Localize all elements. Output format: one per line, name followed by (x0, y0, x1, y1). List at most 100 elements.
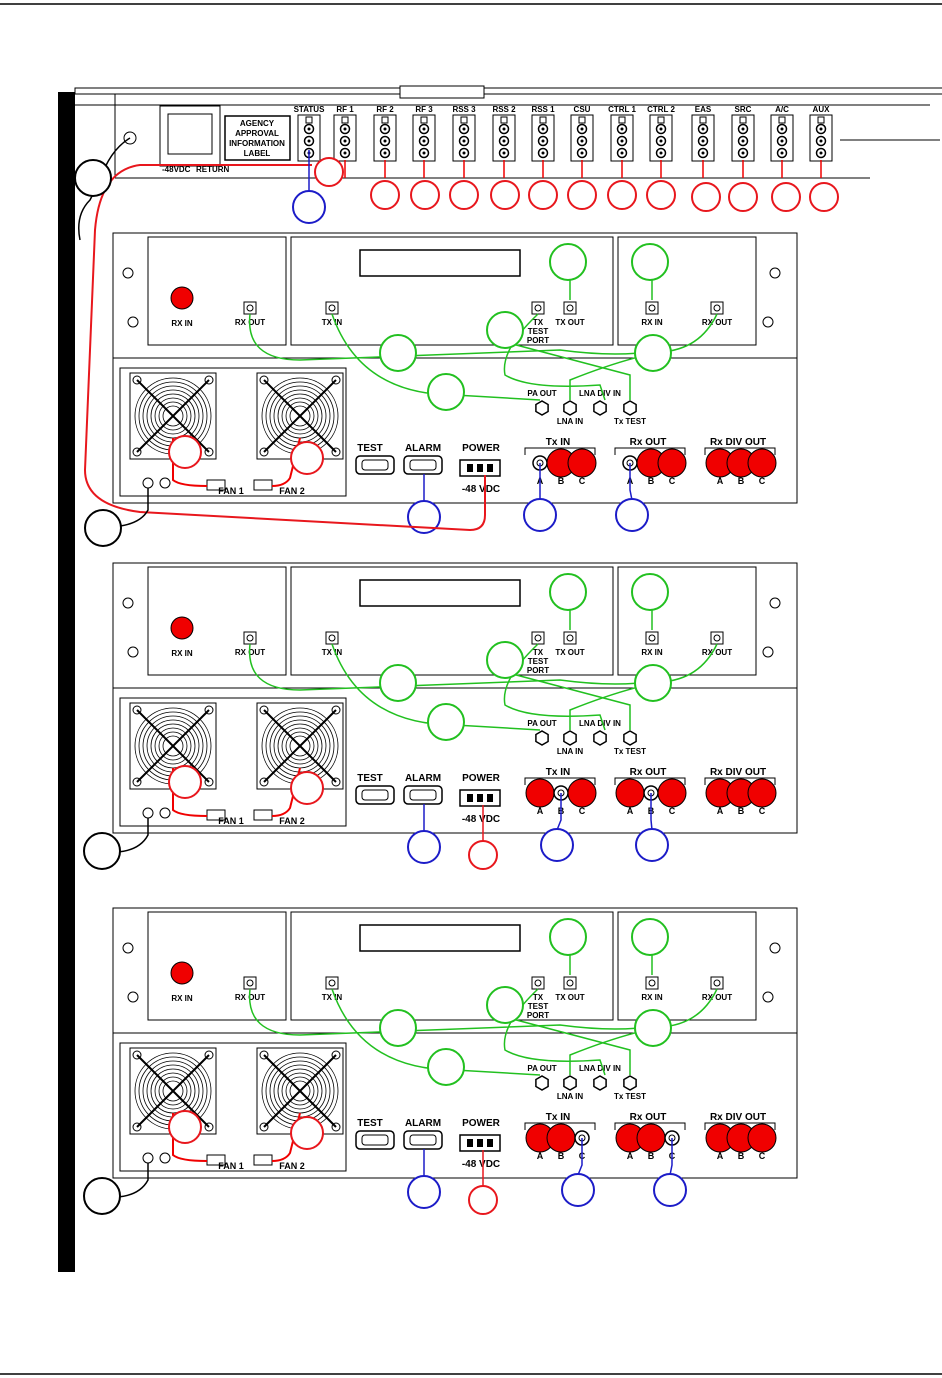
rx-div-out-port-label: B (738, 476, 745, 486)
test-label: TEST (357, 443, 383, 454)
fan1-label: FAN 1 (218, 1161, 244, 1171)
callout-blue-rx (615, 498, 649, 532)
hex-port (563, 1075, 577, 1091)
chassis-screw (769, 942, 781, 954)
rx-wire-blue (669, 1138, 673, 1176)
breaker-terminal-screw (541, 127, 545, 131)
rx-in-right-label: RX IN (641, 648, 663, 657)
sma-port-inner (648, 634, 656, 642)
callout-red-breaker (728, 182, 758, 212)
rx-in-label: RX IN (171, 319, 193, 328)
rx-div-out-port-label: A (717, 476, 724, 486)
callout-green (379, 664, 417, 702)
breaker-toggle (305, 116, 313, 124)
breaker-terminal-screw (620, 139, 624, 143)
chassis-screw (127, 991, 139, 1003)
tx-in-label: TX IN (322, 318, 343, 327)
green-cable (504, 1016, 631, 1075)
callout-red-breaker (370, 180, 400, 210)
tx-test-port-label-3: PORT (527, 336, 549, 345)
tx-in-port-label: B (558, 1151, 565, 1161)
rx-div-out-port-label: A (717, 806, 724, 816)
fan-strut (263, 709, 337, 783)
tx-wire-blue (577, 1138, 583, 1176)
tx-in-bracket (524, 777, 596, 785)
breaker-terminal-screw (383, 139, 387, 143)
fan-grill-ring (281, 397, 319, 435)
rx-out-port-label: C (669, 476, 676, 486)
chassis-screw (122, 597, 134, 609)
dsub-inner (409, 459, 437, 471)
fan-strut (263, 379, 337, 453)
callout-red-fan1 (168, 765, 202, 799)
fan-grill-ring (289, 1080, 311, 1102)
fan2-wire (271, 767, 301, 817)
rx-module (147, 236, 287, 346)
sma-port-inner (246, 304, 254, 312)
sma-port-inner (534, 634, 542, 642)
rx-module (147, 566, 287, 676)
breaker-terminal-screw (422, 139, 426, 143)
rx-div-out-port-plugged (747, 448, 777, 478)
breaker-toggle (381, 116, 389, 124)
hex-port (535, 730, 549, 746)
dsub-inner (361, 1134, 389, 1146)
tx-in-label: TX IN (322, 648, 343, 657)
sma-port-inner (713, 304, 721, 312)
sma-port-inner (328, 304, 336, 312)
callout-green (549, 573, 587, 611)
rx-out-port-label: A (627, 806, 634, 816)
fan2-label: FAN 2 (279, 1161, 305, 1171)
callout-blue-alarm (407, 1175, 441, 1209)
callout-green (486, 641, 524, 679)
callout-red-breaker (410, 180, 440, 210)
breaker-toggle (341, 116, 349, 124)
breaker-terminal-screw (819, 139, 823, 143)
sma-port-inner (648, 304, 656, 312)
power-pin (477, 1139, 483, 1147)
tx-in-label: TX IN (322, 993, 343, 1002)
sma-port-inner (328, 979, 336, 987)
breaker-terminal-screw (462, 139, 466, 143)
vdc-label: -48 VDC (462, 814, 500, 825)
rx-out-group-label: Rx OUT (630, 767, 667, 778)
rx-div-out-bracket (704, 447, 776, 455)
tx-test-port-label-1: TX (533, 648, 544, 657)
breaker-terminal-screw (422, 151, 426, 155)
breaker-terminal-screw (819, 127, 823, 131)
sma-port-inner (566, 634, 574, 642)
ground-lug (142, 807, 154, 819)
fan2-wire (271, 437, 301, 487)
callout-green (549, 243, 587, 281)
rx-out-port-plugged (636, 1123, 666, 1153)
tx-test-port-label-3: PORT (527, 666, 549, 675)
breaker-terminal-screw (580, 127, 584, 131)
callout-red-fan2 (290, 441, 324, 475)
rx-div-out-group-label: Rx DIV OUT (710, 767, 766, 778)
hex-port (593, 1075, 607, 1091)
rx-out-port-plugged (657, 778, 687, 808)
breaker-toggle (500, 116, 508, 124)
pa-out-label: PA OUT (527, 1064, 556, 1073)
rx-div-out-port-plugged (747, 778, 777, 808)
rx-out-bracket (614, 777, 686, 785)
test-label: TEST (357, 773, 383, 784)
breaker-terminal-screw (620, 127, 624, 131)
tx-wire-blue (556, 793, 562, 831)
fan2-wire (271, 1112, 301, 1162)
callout-green (634, 664, 672, 702)
callout-blue-tx (540, 828, 574, 862)
rx-in-port-plugged (170, 286, 194, 310)
breaker-toggle (657, 116, 665, 124)
breaker-toggle (539, 116, 547, 124)
rx-out-group-label: Rx OUT (630, 437, 667, 448)
hex-port (623, 400, 637, 416)
breaker-terminal-screw (701, 151, 705, 155)
breaker-label: EAS (695, 105, 712, 114)
sma-port-inner (648, 979, 656, 987)
breaker-terminal-screw (780, 139, 784, 143)
breaker-toggle (699, 116, 707, 124)
dsub-inner (409, 789, 437, 801)
breaker-label: CTRL 1 (608, 105, 636, 114)
